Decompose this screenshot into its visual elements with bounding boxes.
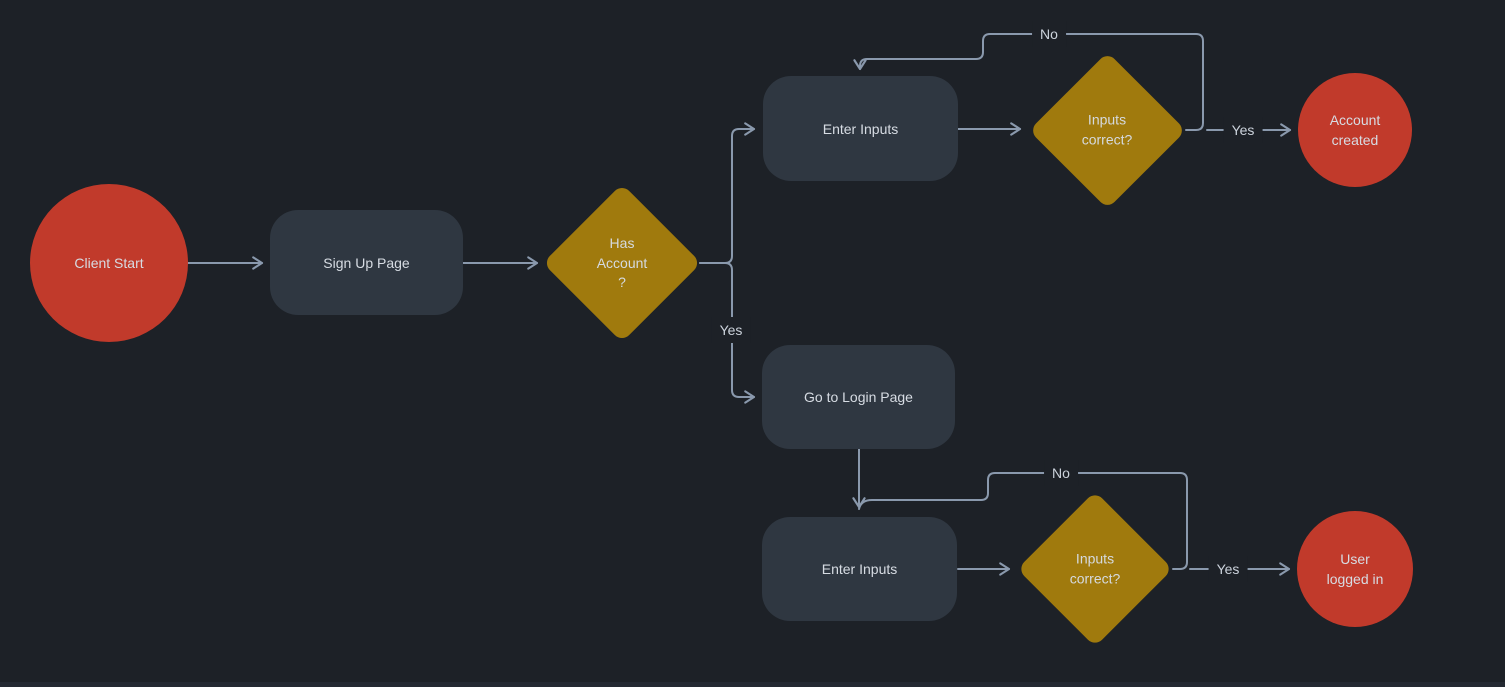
node-account-created-line2: created: [1331, 132, 1379, 148]
window-bottom-edge: [0, 682, 1505, 687]
node-account-created[interactable]: Account created: [1298, 73, 1412, 187]
node-inputs-correct-login-label: Inputs correct?: [1070, 550, 1121, 589]
node-inputs-correct-login-line1: Inputs: [1075, 550, 1115, 567]
node-user-logged-in-line1: User: [1340, 551, 1370, 567]
edge-inputs-correct-signup-no-loop[interactable]: [853, 33, 1204, 131]
node-go-to-login-page[interactable]: Go to Login Page: [762, 345, 955, 449]
node-user-logged-in[interactable]: User logged in: [1297, 511, 1413, 627]
edge-inputs-correct-login-no-loop[interactable]: [858, 472, 1188, 570]
edge-label-has-account-yes: Yes: [711, 317, 751, 343]
node-go-to-login-page-label: Go to Login Page: [804, 389, 913, 405]
node-client-start-label: Client Start: [74, 255, 144, 271]
node-inputs-correct-signup-label: Inputs correct?: [1082, 111, 1133, 150]
node-account-created-line1: Account: [1329, 112, 1381, 128]
node-sign-up-page[interactable]: Sign Up Page: [270, 210, 463, 315]
node-enter-inputs-login-label: Enter Inputs: [821, 561, 898, 577]
node-has-account-label: Has Account ?: [597, 234, 648, 293]
node-inputs-correct-signup-line1: Inputs: [1087, 111, 1127, 128]
node-has-account-line1: Has: [609, 234, 635, 251]
node-user-logged-in-line2: logged in: [1326, 571, 1384, 587]
node-enter-inputs-signup[interactable]: Enter Inputs: [763, 76, 958, 181]
edge-label-login-inputs-yes: Yes: [1208, 556, 1248, 582]
node-inputs-correct-signup-line2: correct?: [1081, 131, 1133, 147]
edge-label-signup-inputs-yes: Yes: [1223, 117, 1263, 143]
node-enter-inputs-signup-label: Enter Inputs: [822, 120, 899, 137]
node-sign-up-page-label: Sign Up Page: [323, 254, 410, 271]
node-inputs-correct-login-line2: correct?: [1069, 570, 1121, 586]
node-has-account-line2: Account: [596, 254, 648, 271]
node-enter-inputs-login[interactable]: Enter Inputs: [762, 517, 957, 621]
edge-has-account-to-enter-inputs-signup[interactable]: [699, 122, 756, 264]
node-client-start[interactable]: Client Start: [30, 184, 188, 342]
node-has-account-line3: ?: [618, 273, 626, 290]
edge-label-signup-inputs-no: No: [1032, 21, 1066, 47]
edge-label-login-inputs-no: No: [1044, 460, 1078, 486]
